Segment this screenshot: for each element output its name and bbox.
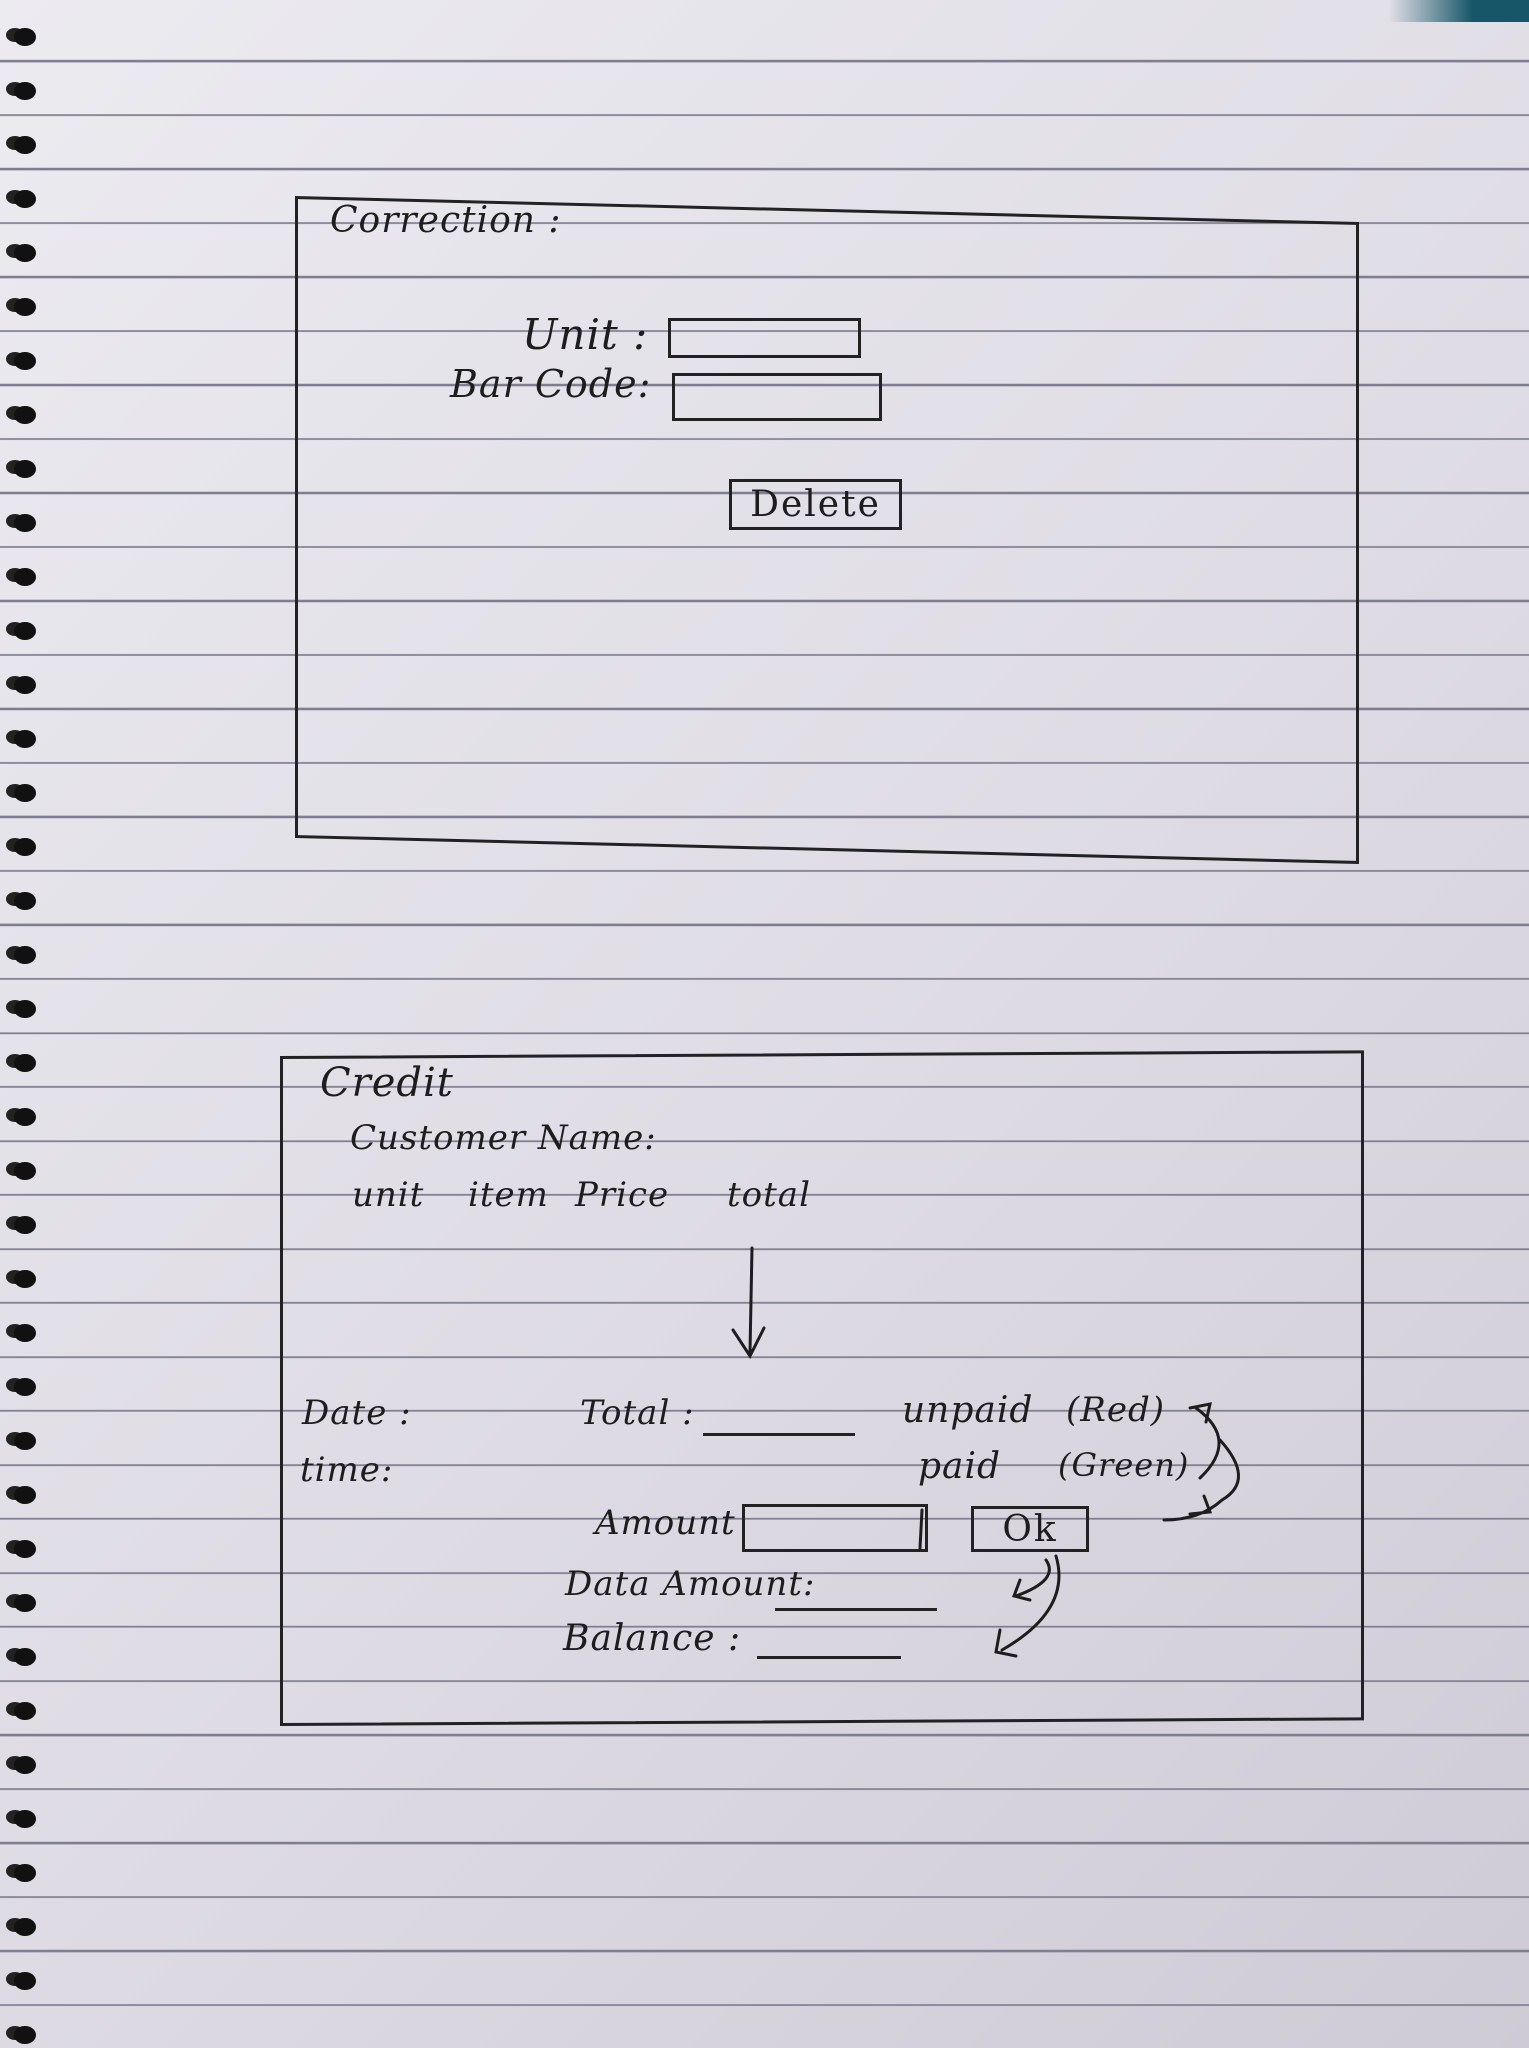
spiral-hole-icon (14, 1270, 36, 1288)
spiral-hole-icon (14, 1918, 36, 1936)
spiral-hole-icon (14, 1810, 36, 1828)
spiral-hole-icon (14, 784, 36, 802)
spiral-hole-icon (14, 1864, 36, 1882)
delete-button[interactable]: Delete (729, 479, 902, 530)
spiral-hole-icon (14, 676, 36, 694)
total-label: Total : (580, 1393, 695, 1433)
credit-title: Credit (320, 1060, 454, 1106)
spiral-hole-icon (14, 1378, 36, 1396)
time-label: time: (300, 1450, 394, 1490)
spiral-hole-icon (14, 1702, 36, 1720)
spiral-hole-icon (14, 1540, 36, 1558)
column-header-unit: unit (352, 1175, 425, 1215)
column-header-item: item (468, 1175, 549, 1215)
spiral-hole-icon (14, 730, 36, 748)
spiral-hole-icon (14, 82, 36, 100)
spiral-hole-icon (14, 460, 36, 478)
amount-input[interactable] (742, 1504, 928, 1552)
spiral-hole-icon (14, 1594, 36, 1612)
spiral-hole-icon (14, 352, 36, 370)
status-unpaid: unpaid (902, 1390, 1034, 1431)
spiral-hole-icon (14, 1000, 36, 1018)
column-header-price: Price (575, 1175, 670, 1215)
balance-line (757, 1656, 901, 1659)
amount-label: Amount (595, 1503, 736, 1543)
spiral-hole-icon (14, 2026, 36, 2044)
spiral-hole-icon (14, 1054, 36, 1072)
data-amount-label: Data Amount: (565, 1564, 816, 1604)
spiral-hole-icon (14, 1486, 36, 1504)
ok-button[interactable]: Ok (971, 1506, 1089, 1552)
spiral-hole-icon (14, 1756, 36, 1774)
spiral-hole-icon (14, 28, 36, 46)
correction-panel (295, 196, 1359, 865)
spiral-hole-icon (14, 622, 36, 640)
barcode-label: Bar Code: (450, 362, 652, 406)
spiral-hole-icon (14, 298, 36, 316)
unit-input[interactable] (668, 318, 861, 358)
unit-label: Unit : (522, 310, 649, 359)
spiral-hole-icon (14, 892, 36, 910)
barcode-input[interactable] (672, 373, 882, 421)
spiral-hole-icon (14, 1108, 36, 1126)
background-surface (1389, 0, 1529, 22)
spiral-hole-icon (14, 1432, 36, 1450)
status-unpaid-color: (Red) (1066, 1390, 1166, 1430)
balance-label: Balance : (563, 1618, 742, 1659)
spiral-hole-icon (14, 1972, 36, 1990)
spiral-hole-icon (14, 406, 36, 424)
spiral-hole-icon (14, 568, 36, 586)
spiral-hole-icon (14, 1648, 36, 1666)
data-amount-line (775, 1608, 937, 1611)
spiral-hole-icon (14, 136, 36, 154)
status-paid-color: (Green) (1058, 1446, 1190, 1484)
date-label: Date : (302, 1393, 412, 1433)
status-paid: paid (918, 1446, 1002, 1487)
column-header-total: total (727, 1175, 811, 1215)
spiral-hole-icon (14, 946, 36, 964)
customer-name-label: Customer Name: (350, 1118, 657, 1158)
spiral-binding (0, 0, 50, 2048)
spiral-hole-icon (14, 514, 36, 532)
spiral-hole-icon (14, 1216, 36, 1234)
spiral-hole-icon (14, 244, 36, 262)
spiral-hole-icon (14, 1324, 36, 1342)
total-value-line (703, 1433, 855, 1436)
spiral-hole-icon (14, 1162, 36, 1180)
spiral-hole-icon (14, 838, 36, 856)
spiral-hole-icon (14, 190, 36, 208)
correction-title: Correction : (330, 200, 562, 241)
